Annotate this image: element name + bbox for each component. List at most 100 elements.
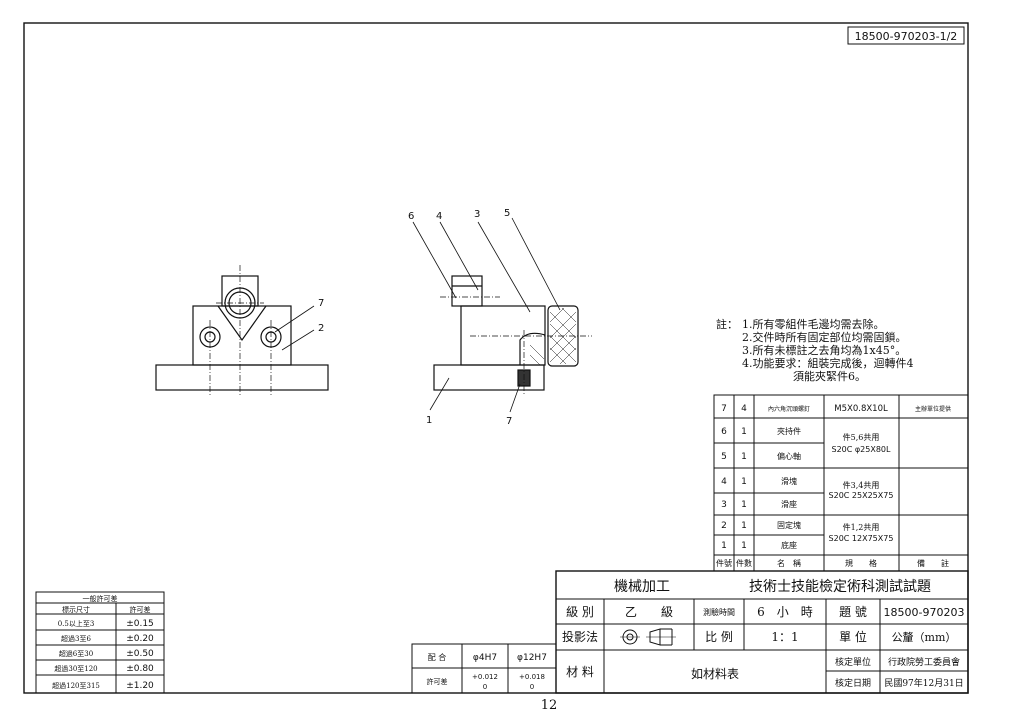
svg-text:題 號: 題 號	[839, 605, 867, 619]
svg-text:4: 4	[721, 477, 727, 487]
svg-text:投影法: 投影法	[562, 629, 598, 644]
svg-text:規 格: 規 格	[845, 558, 877, 568]
svg-text:核定單位: 核定單位	[835, 656, 871, 668]
tolerance-table	[35, 591, 165, 694]
svg-text:配 合: 配 合	[428, 652, 447, 662]
svg-text:±0.80: ±0.80	[126, 664, 154, 674]
svg-text:2: 2	[721, 521, 727, 531]
svg-text:+0.012: +0.012	[472, 673, 498, 681]
svg-text:±0.15: ±0.15	[126, 619, 154, 629]
svg-text:4: 4	[741, 404, 747, 414]
svg-text:滑塊: 滑塊	[781, 476, 797, 486]
note-2: 2.交件時所有固定部位均需固鎖。	[742, 330, 907, 344]
svg-text:6 小 時: 6 小 時	[757, 605, 813, 619]
svg-text:±0.20: ±0.20	[126, 634, 154, 644]
svg-text:底座: 底座	[781, 540, 797, 550]
side-callout-6: 6	[408, 211, 414, 222]
svg-text:1: 1	[741, 541, 747, 551]
svg-text:M5X0.8X10L: M5X0.8X10L	[834, 404, 888, 414]
title-block	[555, 570, 969, 694]
svg-text:夾持件: 夾持件	[777, 426, 801, 436]
svg-text:φ4H7: φ4H7	[473, 653, 497, 663]
svg-text:偏心軸: 偏心軸	[777, 451, 801, 461]
svg-text:6: 6	[721, 427, 727, 437]
svg-text:標示尺寸: 標示尺寸	[62, 605, 90, 614]
svg-text:0.5以上至3: 0.5以上至3	[58, 619, 95, 628]
svg-text:1: 1	[741, 500, 747, 510]
svg-text:1: 1	[741, 521, 747, 531]
svg-text:S20C φ25X80L: S20C φ25X80L	[832, 445, 892, 454]
parts-row-7: 7 4 內六角沉頭螺釘 M5X0.8X10L 主辦單位提供	[721, 404, 951, 414]
svg-text:件數: 件數	[736, 558, 752, 568]
svg-text:件1,2共用: 件1,2共用	[843, 522, 880, 532]
svg-text:S20C 12X75X75: S20C 12X75X75	[829, 534, 894, 543]
svg-text:S20C 25X25X75: S20C 25X25X75	[829, 491, 894, 500]
parts-row-5: 5 1 偏心軸	[721, 451, 801, 462]
svg-text:0: 0	[483, 683, 487, 691]
svg-text:乙 級: 乙 級	[625, 605, 673, 619]
parts-merged-specs: 件5,6共用 S20C φ25X80L 件3,4共用 S20C 25X25X75…	[829, 432, 894, 543]
drawing-number: 18500-970203-1/2	[855, 30, 958, 43]
fit-table	[411, 643, 557, 694]
svg-text:滑座: 滑座	[781, 499, 797, 509]
svg-text:+0.018: +0.018	[519, 673, 545, 681]
parts-list	[713, 394, 969, 572]
notes-prefix: 註：	[716, 318, 738, 331]
svg-text:級 別: 級 別	[566, 605, 594, 619]
tolerance-table-text: 一般許可差 標示尺寸 許可差 0.5以上至3 ±0.15 超過3至6 ±0.20…	[52, 594, 154, 691]
svg-text:備 註: 備 註	[917, 558, 949, 568]
side-slide-block	[460, 305, 546, 366]
front-callout-2: 2	[318, 323, 324, 334]
svg-text:件號: 件號	[716, 558, 732, 568]
parts-row-3: 3 1 滑座	[721, 499, 797, 510]
side-callout-7: 7	[506, 416, 512, 427]
title-block-text: 機械加工 技術士技能檢定術科測試試題 級 別 乙 級 測驗時間 6 小 時 題 …	[562, 578, 964, 689]
svg-text:固定塊: 固定塊	[777, 520, 801, 530]
parts-row-4: 4 1 滑塊	[721, 476, 797, 487]
svg-text:核定日期: 核定日期	[835, 677, 871, 689]
front-callout-7: 7	[318, 298, 324, 309]
side-view	[412, 217, 592, 413]
page-number: 12	[541, 698, 558, 712]
side-callout-5: 5	[504, 208, 510, 219]
svg-text:名 稱: 名 稱	[777, 558, 801, 568]
subject: 機械加工	[614, 579, 670, 595]
front-view	[155, 265, 329, 395]
side-callout-3: 3	[474, 209, 480, 220]
svg-text:許可差: 許可差	[427, 677, 448, 686]
parts-row-1: 1 1 底座	[721, 540, 797, 551]
svg-text:單 位: 單 位	[839, 629, 867, 644]
svg-text:超過3至6: 超過3至6	[61, 634, 91, 643]
svg-text:主辦單位提供: 主辦單位提供	[915, 405, 951, 413]
svg-text:許可差: 許可差	[130, 605, 151, 614]
svg-text:超過6至30: 超過6至30	[59, 649, 93, 658]
svg-text:民國97年12月31日: 民國97年12月31日	[884, 677, 963, 689]
svg-text:一般許可差: 一般許可差	[83, 594, 118, 603]
front-base-plate	[155, 364, 329, 391]
svg-text:±0.50: ±0.50	[126, 649, 154, 659]
svg-text:0: 0	[530, 683, 534, 691]
svg-text:如材料表: 如材料表	[691, 666, 739, 681]
note-4: 4.功能要求：組裝完成後，迴轉件4	[742, 356, 914, 370]
svg-text:材 料: 材 料	[566, 665, 594, 679]
svg-text:測驗時間: 測驗時間	[703, 607, 735, 617]
svg-text:超過120至315: 超過120至315	[52, 681, 100, 690]
svg-text:行政院勞工委員會: 行政院勞工委員會	[888, 656, 960, 668]
svg-text:內六角沉頭螺釘: 內六角沉頭螺釘	[768, 405, 810, 413]
drawing-number-box: 18500-970203-1/2	[847, 26, 965, 45]
svg-text:3: 3	[721, 500, 727, 510]
parts-row-2: 2 1 固定塊	[721, 520, 801, 531]
svg-text:超過30至120: 超過30至120	[54, 664, 97, 673]
svg-text:1: 1	[741, 452, 747, 462]
side-clamp-part	[451, 275, 483, 307]
notes: 註： 1.所有零組件毛邊均需去除。 2.交件時所有固定部位均需固鎖。 3.所有未…	[716, 317, 914, 383]
svg-text:±1.20: ±1.20	[126, 681, 154, 691]
side-callout-4: 4	[436, 211, 442, 222]
svg-text:7: 7	[721, 404, 727, 414]
side-callout-1: 1	[426, 415, 432, 426]
svg-text:公釐（mm）: 公釐（mm）	[892, 630, 957, 644]
svg-text:比 例: 比 例	[705, 630, 733, 644]
svg-text:5: 5	[721, 452, 727, 462]
svg-text:1: 1	[741, 477, 747, 487]
